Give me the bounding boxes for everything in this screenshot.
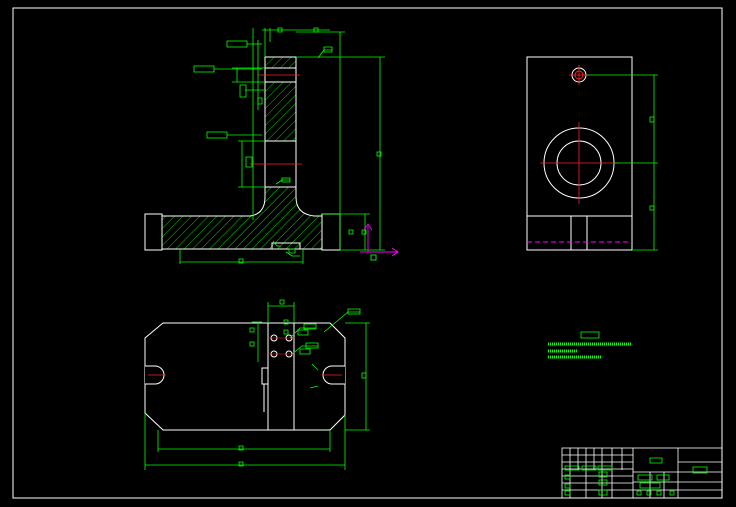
top-view[interactable] — [144, 299, 370, 470]
front-callouts — [193, 40, 333, 257]
notes-lines — [548, 342, 632, 359]
sheet-border — [12, 7, 723, 499]
top-step — [261, 367, 268, 385]
side-dimensions — [587, 74, 658, 251]
front-dimensions-right — [296, 31, 385, 251]
side-view[interactable] — [526, 56, 658, 251]
top-dimensions — [144, 299, 370, 470]
section-arrows — [360, 223, 399, 261]
side-slot — [570, 215, 588, 251]
section-hatch-area — [162, 57, 322, 249]
base-groove — [271, 242, 301, 249]
notes-title — [580, 331, 600, 339]
top-callouts — [289, 308, 361, 389]
base-left-flange — [144, 213, 163, 251]
top-outline — [144, 322, 346, 431]
side-centerlines — [540, 65, 618, 204]
base-right-flange — [321, 213, 341, 251]
technical-notes — [548, 331, 632, 359]
front-dimensions-left — [179, 27, 330, 264]
front-section-view[interactable] — [144, 27, 399, 264]
title-block-fields — [564, 457, 708, 496]
